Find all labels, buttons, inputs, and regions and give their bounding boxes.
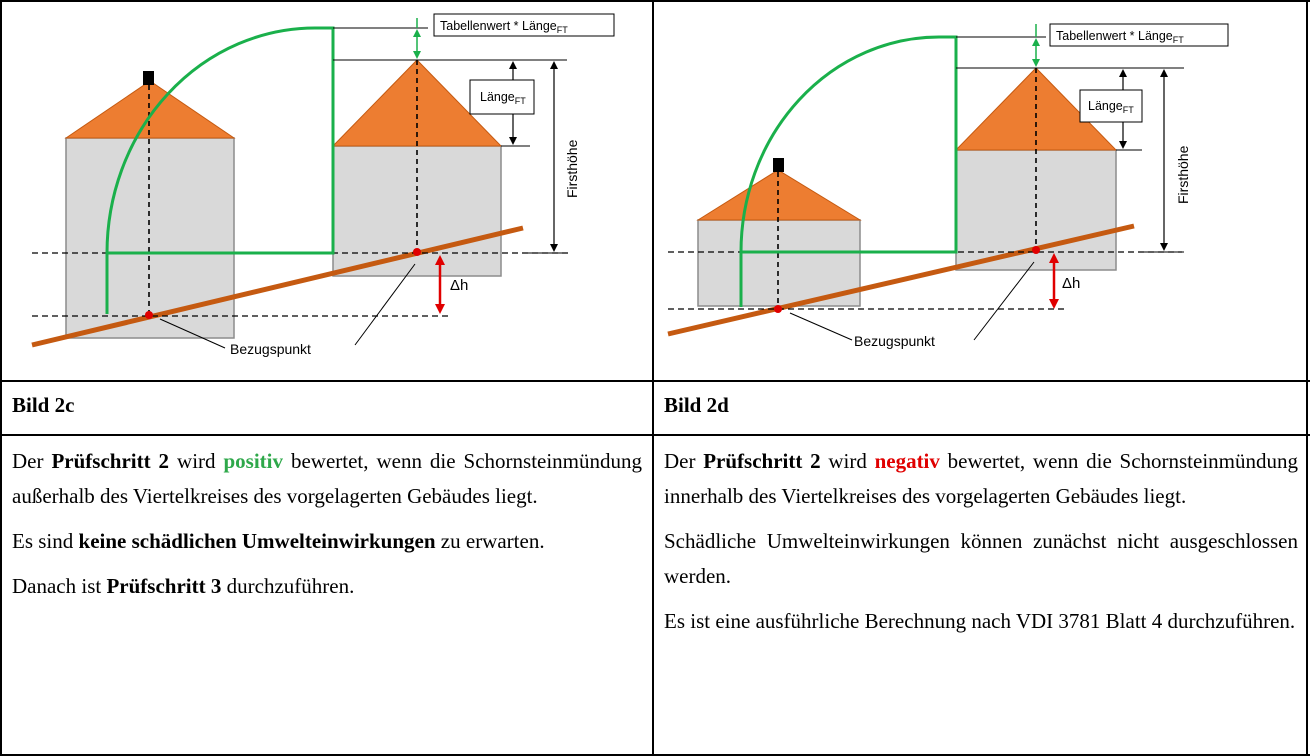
- text: wird: [169, 449, 224, 473]
- text: zu erwarten.: [435, 529, 545, 553]
- length-label: LängeFT: [480, 90, 526, 106]
- ridge-height-label: Firsthöhe: [564, 139, 580, 198]
- emitting-building-roof: [64, 80, 236, 139]
- text: Danach ist: [12, 574, 107, 598]
- delta-h-arrowhead-bottom: [1049, 299, 1059, 309]
- chimney: [773, 158, 784, 172]
- quarter-circle: [105, 26, 335, 314]
- reference-leader-2: [973, 261, 1035, 341]
- quarter-circle: [739, 35, 958, 307]
- right-paragraph-1: Der Prüfschritt 2 wird negativ bewertet,…: [664, 444, 1298, 514]
- table-border-right: [1306, 0, 1308, 756]
- table-value-arrowhead-top: [1032, 38, 1040, 46]
- emitting-building-roof: [696, 169, 862, 221]
- figure-2c-drawing: Tabellenwert * LängeFT LängeFT Firsthöhe…: [31, 13, 615, 357]
- reference-leader: [789, 312, 853, 341]
- table-value-label-box: [1049, 23, 1229, 47]
- reference-leader: [159, 318, 226, 349]
- left-paragraph-1: Der Prüfschritt 2 wird positiv bewertet,…: [12, 444, 642, 514]
- ridge-height-arrowhead-top: [550, 61, 558, 69]
- table-row-divider-2: [0, 434, 1310, 436]
- table-value-label: Tabellenwert * LängeFT: [440, 19, 568, 35]
- reference-point: [774, 305, 782, 313]
- length-label-box: [1079, 89, 1143, 123]
- reference-point-label: Bezugspunkt: [230, 341, 311, 357]
- table-column-divider: [652, 0, 654, 756]
- left-paragraph-2: Es sind keine schädlichen Umwelteinwirku…: [12, 524, 642, 559]
- delta-h-label: Δh: [1062, 275, 1080, 292]
- delta-h-label: Δh: [450, 277, 468, 294]
- table-border-top: [0, 0, 1310, 2]
- step-label: Prüfschritt 2: [703, 449, 821, 473]
- ridge-height-arrowhead-top: [1160, 69, 1168, 77]
- emphasis: keine schädlichen Umwelteinwirkungen: [78, 529, 436, 553]
- positive-label: positiv: [223, 449, 283, 473]
- sloped-ground: [667, 223, 1135, 337]
- left-description: Der Prüfschritt 2 wird positiv bewertet,…: [12, 444, 642, 614]
- text: Es sind: [12, 529, 79, 553]
- emitting-building-wall: [65, 137, 235, 339]
- length-arrowhead-bottom: [509, 137, 517, 145]
- table-value-arrowhead-bottom: [413, 51, 421, 59]
- text: bewertet, wenn die Schornsteinmündung au…: [12, 449, 643, 508]
- step-label: Prüfschritt 3: [106, 574, 222, 598]
- right-paragraph-3: Es ist eine ausführliche Berechnung nach…: [664, 609, 1296, 633]
- delta-h-arrowhead-top: [435, 255, 445, 265]
- delta-h-arrowhead-top: [1049, 253, 1059, 263]
- length-arrowhead-top: [1119, 69, 1127, 77]
- figure-2c: Tabellenwert * LängeFT LängeFT Firsthöhe…: [10, 8, 640, 376]
- right-paragraph-2: Schädliche Umwelteinwirkungen können zun…: [664, 529, 1298, 588]
- left-paragraph-3: Danach ist Prüfschritt 3 durchzuführen.: [12, 569, 642, 604]
- table-border-bottom: [0, 754, 1310, 756]
- chimney: [143, 71, 154, 85]
- figure-2d: Tabellenwert * LängeFT LängeFT Firsthöhe…: [662, 8, 1298, 376]
- step-label: Prüfschritt 2: [51, 449, 170, 473]
- text: durchzuführen.: [221, 574, 355, 598]
- table-value-label: Tabellenwert * LängeFT: [1056, 29, 1184, 45]
- text: bewertet, wenn die Schornsteinmündung in…: [664, 449, 1298, 508]
- reference-leader-2: [354, 263, 416, 346]
- caption-bild-2c: Bild 2c: [12, 393, 75, 417]
- ridge-foot-point: [1032, 246, 1040, 254]
- table-row-divider-1: [0, 380, 1310, 382]
- sloped-ground: [31, 225, 524, 348]
- length-arrowhead-top: [509, 61, 517, 69]
- caption-bild-2d: Bild 2d: [664, 393, 729, 417]
- length-label-box: [469, 79, 535, 115]
- reference-point-label: Bezugspunkt: [854, 333, 935, 349]
- negative-label: negativ: [874, 449, 940, 473]
- text: wird: [820, 449, 875, 473]
- ridge-height-arrowhead-bottom: [1160, 243, 1168, 251]
- text: Der: [12, 449, 52, 473]
- reference-point: [145, 311, 153, 319]
- table-border-left: [0, 0, 2, 756]
- table-value-arrowhead-top: [413, 29, 421, 37]
- ridge-foot-point: [413, 248, 421, 256]
- text: Der: [664, 449, 704, 473]
- upwind-building-wall: [332, 145, 502, 277]
- table-value-arrowhead-bottom: [1032, 59, 1040, 67]
- emitting-building-wall: [697, 219, 861, 307]
- length-arrowhead-bottom: [1119, 141, 1127, 149]
- table-value-label-box: [433, 13, 615, 37]
- ridge-height-arrowhead-bottom: [550, 244, 558, 252]
- ridge-height-label: Firsthöhe: [1175, 145, 1191, 204]
- right-description: Der Prüfschritt 2 wird negativ bewertet,…: [664, 444, 1298, 649]
- length-label: LängeFT: [1088, 99, 1134, 115]
- delta-h-arrowhead-bottom: [435, 304, 445, 314]
- figure-2d-drawing: Tabellenwert * LängeFT LängeFT Firsthöhe…: [667, 23, 1229, 349]
